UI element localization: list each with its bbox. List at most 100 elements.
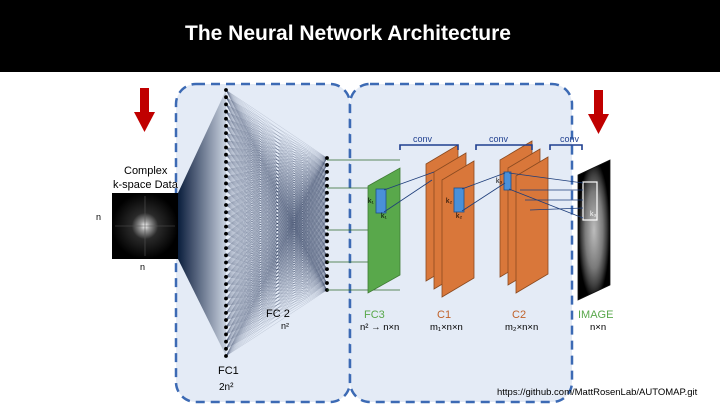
fc1-neuron [224, 210, 228, 215]
fc1-fc2-link [225, 241, 328, 285]
fc1-neuron [224, 296, 228, 301]
fc1-fc2-link [225, 140, 328, 172]
fc1-fc2-link [225, 89, 328, 159]
fc1-fc2-link [225, 248, 328, 291]
fc1-fc2-link [225, 212, 328, 256]
fc1-fc2-link [225, 276, 328, 357]
fc1-fc2-link [225, 248, 328, 292]
fc1-fc2-link [225, 289, 328, 321]
fc1-fc2-link [225, 276, 328, 285]
fc1-fc2-link [225, 147, 328, 172]
input-arrow-icon [134, 88, 155, 132]
fc1-fc2-link [225, 262, 328, 292]
fc1-fc2-link [225, 212, 328, 284]
fc1-fc2-link [225, 133, 328, 179]
fc1-fc2-link [225, 157, 328, 249]
fc1-fc2-link [225, 234, 328, 242]
fc1-fc2-link [225, 178, 328, 213]
fc1-fc2-link [225, 183, 328, 235]
fc1-fc2-link [225, 133, 328, 193]
fc1-neuron [224, 318, 228, 322]
fc1-fc2-link [225, 140, 328, 193]
fc1-fc2-link [225, 157, 328, 292]
fc1-fc2-link [225, 169, 328, 256]
fc2-neuron [325, 267, 329, 272]
fc2-neuron [325, 183, 329, 188]
fc1-fc2-connections [225, 89, 328, 357]
fc1-neuron [224, 131, 228, 136]
fc1-fc2-link [225, 233, 328, 284]
fc1-fc2-link [225, 178, 328, 198]
fc1-fc2-link [225, 227, 328, 234]
fc1-fc2-link [225, 248, 328, 256]
fc1-fc2-link [225, 185, 328, 198]
fc1-fc2-link [225, 269, 328, 285]
c1-feature-map-3 [441, 160, 475, 298]
fc1-fc2-link [225, 206, 328, 256]
fc2-neuron [325, 163, 329, 167]
fc1-fc2-link [225, 154, 328, 242]
fc1-fc2-link [225, 157, 328, 170]
fc1-fc2-link [225, 204, 328, 207]
fc1-fc2-link [225, 192, 328, 249]
fc1-fc2-link [225, 176, 328, 256]
fc1-fc2-link [225, 227, 328, 263]
fc1-fc2-link [225, 234, 328, 249]
fc1-fc2-link [225, 197, 328, 263]
fc1-fc2-link [225, 157, 328, 162]
fc1-fc2-link [225, 154, 328, 172]
fc1-fc2-link [225, 213, 328, 263]
fc1-fc2-link [225, 183, 328, 214]
output-kernel [582, 181, 598, 221]
fc2-neuron [325, 281, 329, 285]
fc1-fc2-link [225, 176, 328, 270]
fc1-fc2-link [225, 241, 328, 299]
fc1-fc2-link [225, 248, 328, 285]
fc1-fc2-link [225, 276, 328, 328]
fc1-fc2-link [225, 220, 328, 285]
fc1-fc2-link [225, 171, 328, 227]
fc1-fc2-link [225, 192, 328, 263]
fc3-label: FC3 [364, 309, 385, 321]
fc1-fc2-link [225, 206, 328, 249]
fc1-fc2-link [225, 262, 328, 284]
fc1-fc2-link [225, 227, 328, 242]
fc1-neuron [224, 231, 228, 236]
fc1-neuron [224, 152, 228, 157]
fc1-fc2-link [225, 227, 328, 292]
fc1-fc2-link [225, 226, 328, 263]
fc1-fc2-link [225, 161, 328, 228]
fc1-fc2-link [225, 154, 328, 179]
fc1-fc2-link [225, 204, 328, 284]
fc1-fc2-link [225, 190, 328, 228]
fc1-fc2-link [225, 190, 328, 221]
fc1-fc2-link [225, 140, 328, 159]
fc1-fc2-link [225, 227, 328, 249]
fc1-fc2-link [225, 176, 328, 249]
fc1-neuron-column [224, 88, 228, 358]
fc3-size: n² → n×n [360, 322, 400, 333]
fc2-neuron-column [325, 156, 329, 292]
fc1-fc2-link [225, 192, 328, 206]
fc1-fc2-link [225, 157, 328, 234]
fc1-neuron [224, 332, 228, 337]
fc1-fc2-link [225, 133, 328, 159]
fc1-neuron [224, 124, 228, 128]
fc1-neuron [224, 195, 228, 200]
fc1-fc2-link [225, 97, 328, 159]
fc1-neuron [224, 167, 228, 171]
fc1-fc2-link [225, 197, 328, 277]
fc1-neuron [224, 116, 228, 121]
fc1-fc2-link [225, 234, 328, 285]
fc2-size: n² [281, 321, 290, 331]
fc1-fc2-link [225, 213, 328, 220]
fc1-fc2-link [225, 213, 328, 234]
fc1-fc2-link [225, 111, 328, 193]
kernel-label-k2-b: k₂ [456, 213, 463, 220]
fc1-fc2-link [225, 255, 328, 285]
fc1-fc2-link [225, 176, 328, 207]
fc1-fc2-link [225, 125, 328, 172]
fc1-fc2-link [225, 262, 328, 299]
fc1-fc2-link [225, 213, 328, 277]
fc1-fc2-link [225, 140, 328, 166]
